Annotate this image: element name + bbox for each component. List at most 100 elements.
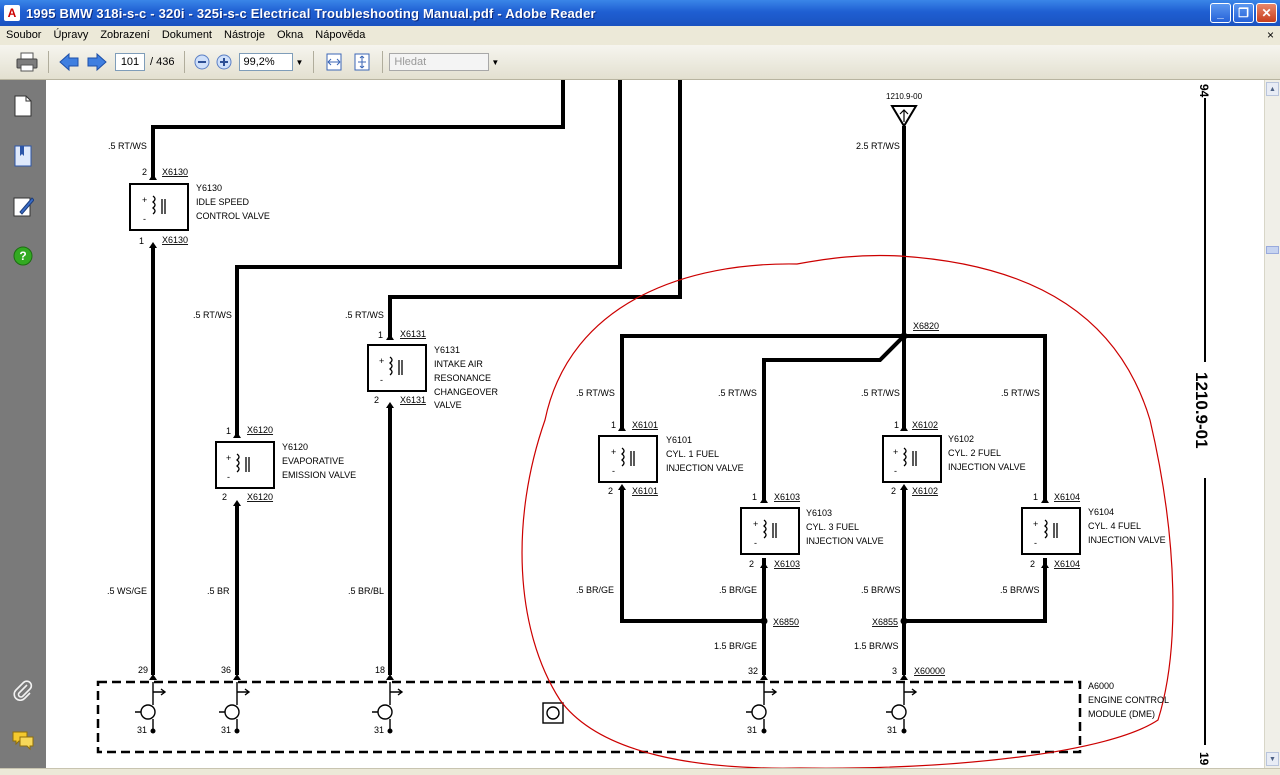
svg-text:Y6104: Y6104 bbox=[1088, 507, 1114, 517]
bookmarks-panel-button[interactable] bbox=[11, 144, 35, 168]
help-panel-button[interactable]: ? bbox=[11, 244, 35, 268]
polarity-plus: + bbox=[893, 447, 898, 457]
polarity-plus: + bbox=[379, 356, 384, 366]
svg-text:CYL. 3 FUEL: CYL. 3 FUEL bbox=[806, 522, 859, 532]
wire-label: .5 RT/WS bbox=[345, 310, 384, 320]
menu-window[interactable]: Okna bbox=[276, 29, 304, 41]
pin-label: 32 bbox=[748, 666, 758, 676]
component-y6101: Y6101 CYL. 1 FUEL INJECTION VALVE bbox=[666, 435, 744, 473]
svg-text:Y6103: Y6103 bbox=[806, 508, 832, 518]
component-y6102: Y6102 CYL. 2 FUEL INJECTION VALVE bbox=[948, 434, 1026, 472]
page-identifier-top: 94 bbox=[1197, 84, 1211, 98]
menu-document[interactable]: Dokument bbox=[161, 29, 212, 41]
zoom-in-button[interactable] bbox=[213, 50, 235, 74]
arrow-left-icon bbox=[59, 52, 79, 72]
scrollbar-thumb[interactable] bbox=[1266, 246, 1279, 254]
connector-label: X6131 bbox=[400, 395, 426, 405]
chevron-down-icon[interactable]: ▼ bbox=[491, 57, 500, 67]
zoom-out-button[interactable] bbox=[191, 50, 213, 74]
menu-help[interactable]: Nápověda bbox=[315, 29, 366, 41]
polarity-minus: - bbox=[612, 466, 615, 476]
page-identifier: 1210.9-01 bbox=[1192, 372, 1211, 449]
attachments-panel-button[interactable] bbox=[11, 678, 35, 702]
help-icon: ? bbox=[13, 246, 33, 266]
component-y6131: Y6131 INTAKE AIR RESONANCE CHANGEOVER VA… bbox=[434, 345, 499, 410]
valve-y6131 bbox=[367, 344, 427, 392]
valve-y6102 bbox=[882, 435, 942, 483]
comments-icon bbox=[12, 731, 34, 751]
wire-label: .5 RT/WS bbox=[718, 388, 757, 398]
polarity-plus: + bbox=[1033, 519, 1038, 529]
fit-width-button[interactable] bbox=[320, 50, 348, 74]
fit-page-button[interactable] bbox=[348, 50, 376, 74]
menu-bar: Soubor Úpravy Zobrazení Dokument Nástroj… bbox=[0, 26, 1280, 45]
vertical-scrollbar[interactable]: ▲ ▼ bbox=[1264, 80, 1280, 768]
component-y6120: Y6120 EVAPORATIVE EMISSION VALVE bbox=[282, 442, 356, 480]
print-button[interactable] bbox=[12, 50, 42, 74]
document-close-button[interactable]: × bbox=[1266, 28, 1274, 42]
wire-label: .5 BR bbox=[207, 586, 230, 596]
previous-page-button[interactable] bbox=[55, 50, 83, 74]
zoom-level-value: 99,2% bbox=[243, 56, 275, 68]
connector-label: X6101 bbox=[632, 420, 658, 430]
wire-label: .5 RT/WS bbox=[193, 310, 232, 320]
ground-label: 31 bbox=[374, 725, 384, 735]
pages-panel-button[interactable] bbox=[11, 94, 35, 118]
polarity-minus: - bbox=[894, 466, 897, 476]
svg-text:INJECTION VALVE: INJECTION VALVE bbox=[806, 536, 884, 546]
valve-y6120 bbox=[215, 441, 275, 489]
svg-text:Y6102: Y6102 bbox=[948, 434, 974, 444]
scroll-up-button[interactable]: ▲ bbox=[1266, 82, 1279, 96]
svg-text:CHANGEOVER: CHANGEOVER bbox=[434, 387, 499, 397]
page-identifier-bottom: 19 bbox=[1197, 752, 1211, 766]
page-count: / 436 bbox=[150, 56, 175, 68]
svg-text:Y6131: Y6131 bbox=[434, 345, 460, 355]
toolbar: 101 / 436 99,2% ▼ Hledat ▼ bbox=[0, 45, 1280, 80]
svg-text:INJECTION VALVE: INJECTION VALVE bbox=[1088, 535, 1166, 545]
ground-label: 31 bbox=[887, 725, 897, 735]
chevron-down-icon[interactable]: ▼ bbox=[295, 57, 304, 67]
printer-icon bbox=[16, 52, 38, 72]
title-bar: A 1995 BMW 318i-s-c - 320i - 325i-s-c El… bbox=[0, 0, 1280, 26]
polarity-minus: - bbox=[143, 214, 146, 224]
connector-label: X6104 bbox=[1054, 492, 1080, 502]
minimize-button[interactable]: _ bbox=[1210, 3, 1231, 23]
svg-text:CYL. 4 FUEL: CYL. 4 FUEL bbox=[1088, 521, 1141, 531]
next-page-button[interactable] bbox=[83, 50, 111, 74]
close-button[interactable]: ✕ bbox=[1256, 3, 1277, 23]
wire-label: .5 BR/WS bbox=[861, 585, 901, 595]
pin-number: 2 bbox=[891, 486, 896, 496]
pin-number: 2 bbox=[374, 395, 379, 405]
svg-text:MODULE (DME): MODULE (DME) bbox=[1088, 709, 1155, 719]
menu-tools[interactable]: Nástroje bbox=[224, 29, 265, 41]
pin-number: 2 bbox=[1030, 559, 1035, 569]
polarity-minus: - bbox=[754, 538, 757, 548]
menu-edit[interactable]: Úpravy bbox=[53, 29, 89, 41]
scroll-down-button[interactable]: ▼ bbox=[1266, 752, 1279, 766]
wire-label: .5 RT/WS bbox=[576, 388, 615, 398]
signatures-panel-button[interactable] bbox=[11, 194, 35, 218]
maximize-button[interactable]: ❐ bbox=[1233, 3, 1254, 23]
toolbar-separator bbox=[382, 51, 384, 73]
wire-label: .5 BR/WS bbox=[1000, 585, 1040, 595]
pin-number: 2 bbox=[749, 559, 754, 569]
pages-icon bbox=[14, 95, 32, 117]
page-number-input[interactable]: 101 bbox=[115, 53, 145, 71]
svg-text:EMISSION VALVE: EMISSION VALVE bbox=[282, 470, 356, 480]
zoom-level-select[interactable]: 99,2% bbox=[239, 53, 294, 71]
connector-label: X6102 bbox=[912, 420, 938, 430]
svg-text:VALVE: VALVE bbox=[434, 400, 462, 410]
document-view[interactable]: .5 RT/WS .5 RT/WS .5 RT/WS .5 RT/WS .5 R… bbox=[46, 80, 1264, 768]
svg-text:EVAPORATIVE: EVAPORATIVE bbox=[282, 456, 344, 466]
menu-file[interactable]: Soubor bbox=[6, 29, 42, 41]
connector-label: X6850 bbox=[773, 617, 799, 627]
menu-view[interactable]: Zobrazení bbox=[100, 29, 150, 41]
toolbar-separator bbox=[184, 51, 186, 73]
ground-label: 31 bbox=[747, 725, 757, 735]
svg-text:RESONANCE: RESONANCE bbox=[434, 373, 491, 383]
pin-label: 3 bbox=[892, 666, 897, 676]
search-input[interactable]: Hledat bbox=[389, 53, 490, 71]
comments-panel-button[interactable] bbox=[11, 728, 35, 752]
polarity-minus: - bbox=[380, 375, 383, 385]
valve-y6101 bbox=[598, 435, 658, 483]
